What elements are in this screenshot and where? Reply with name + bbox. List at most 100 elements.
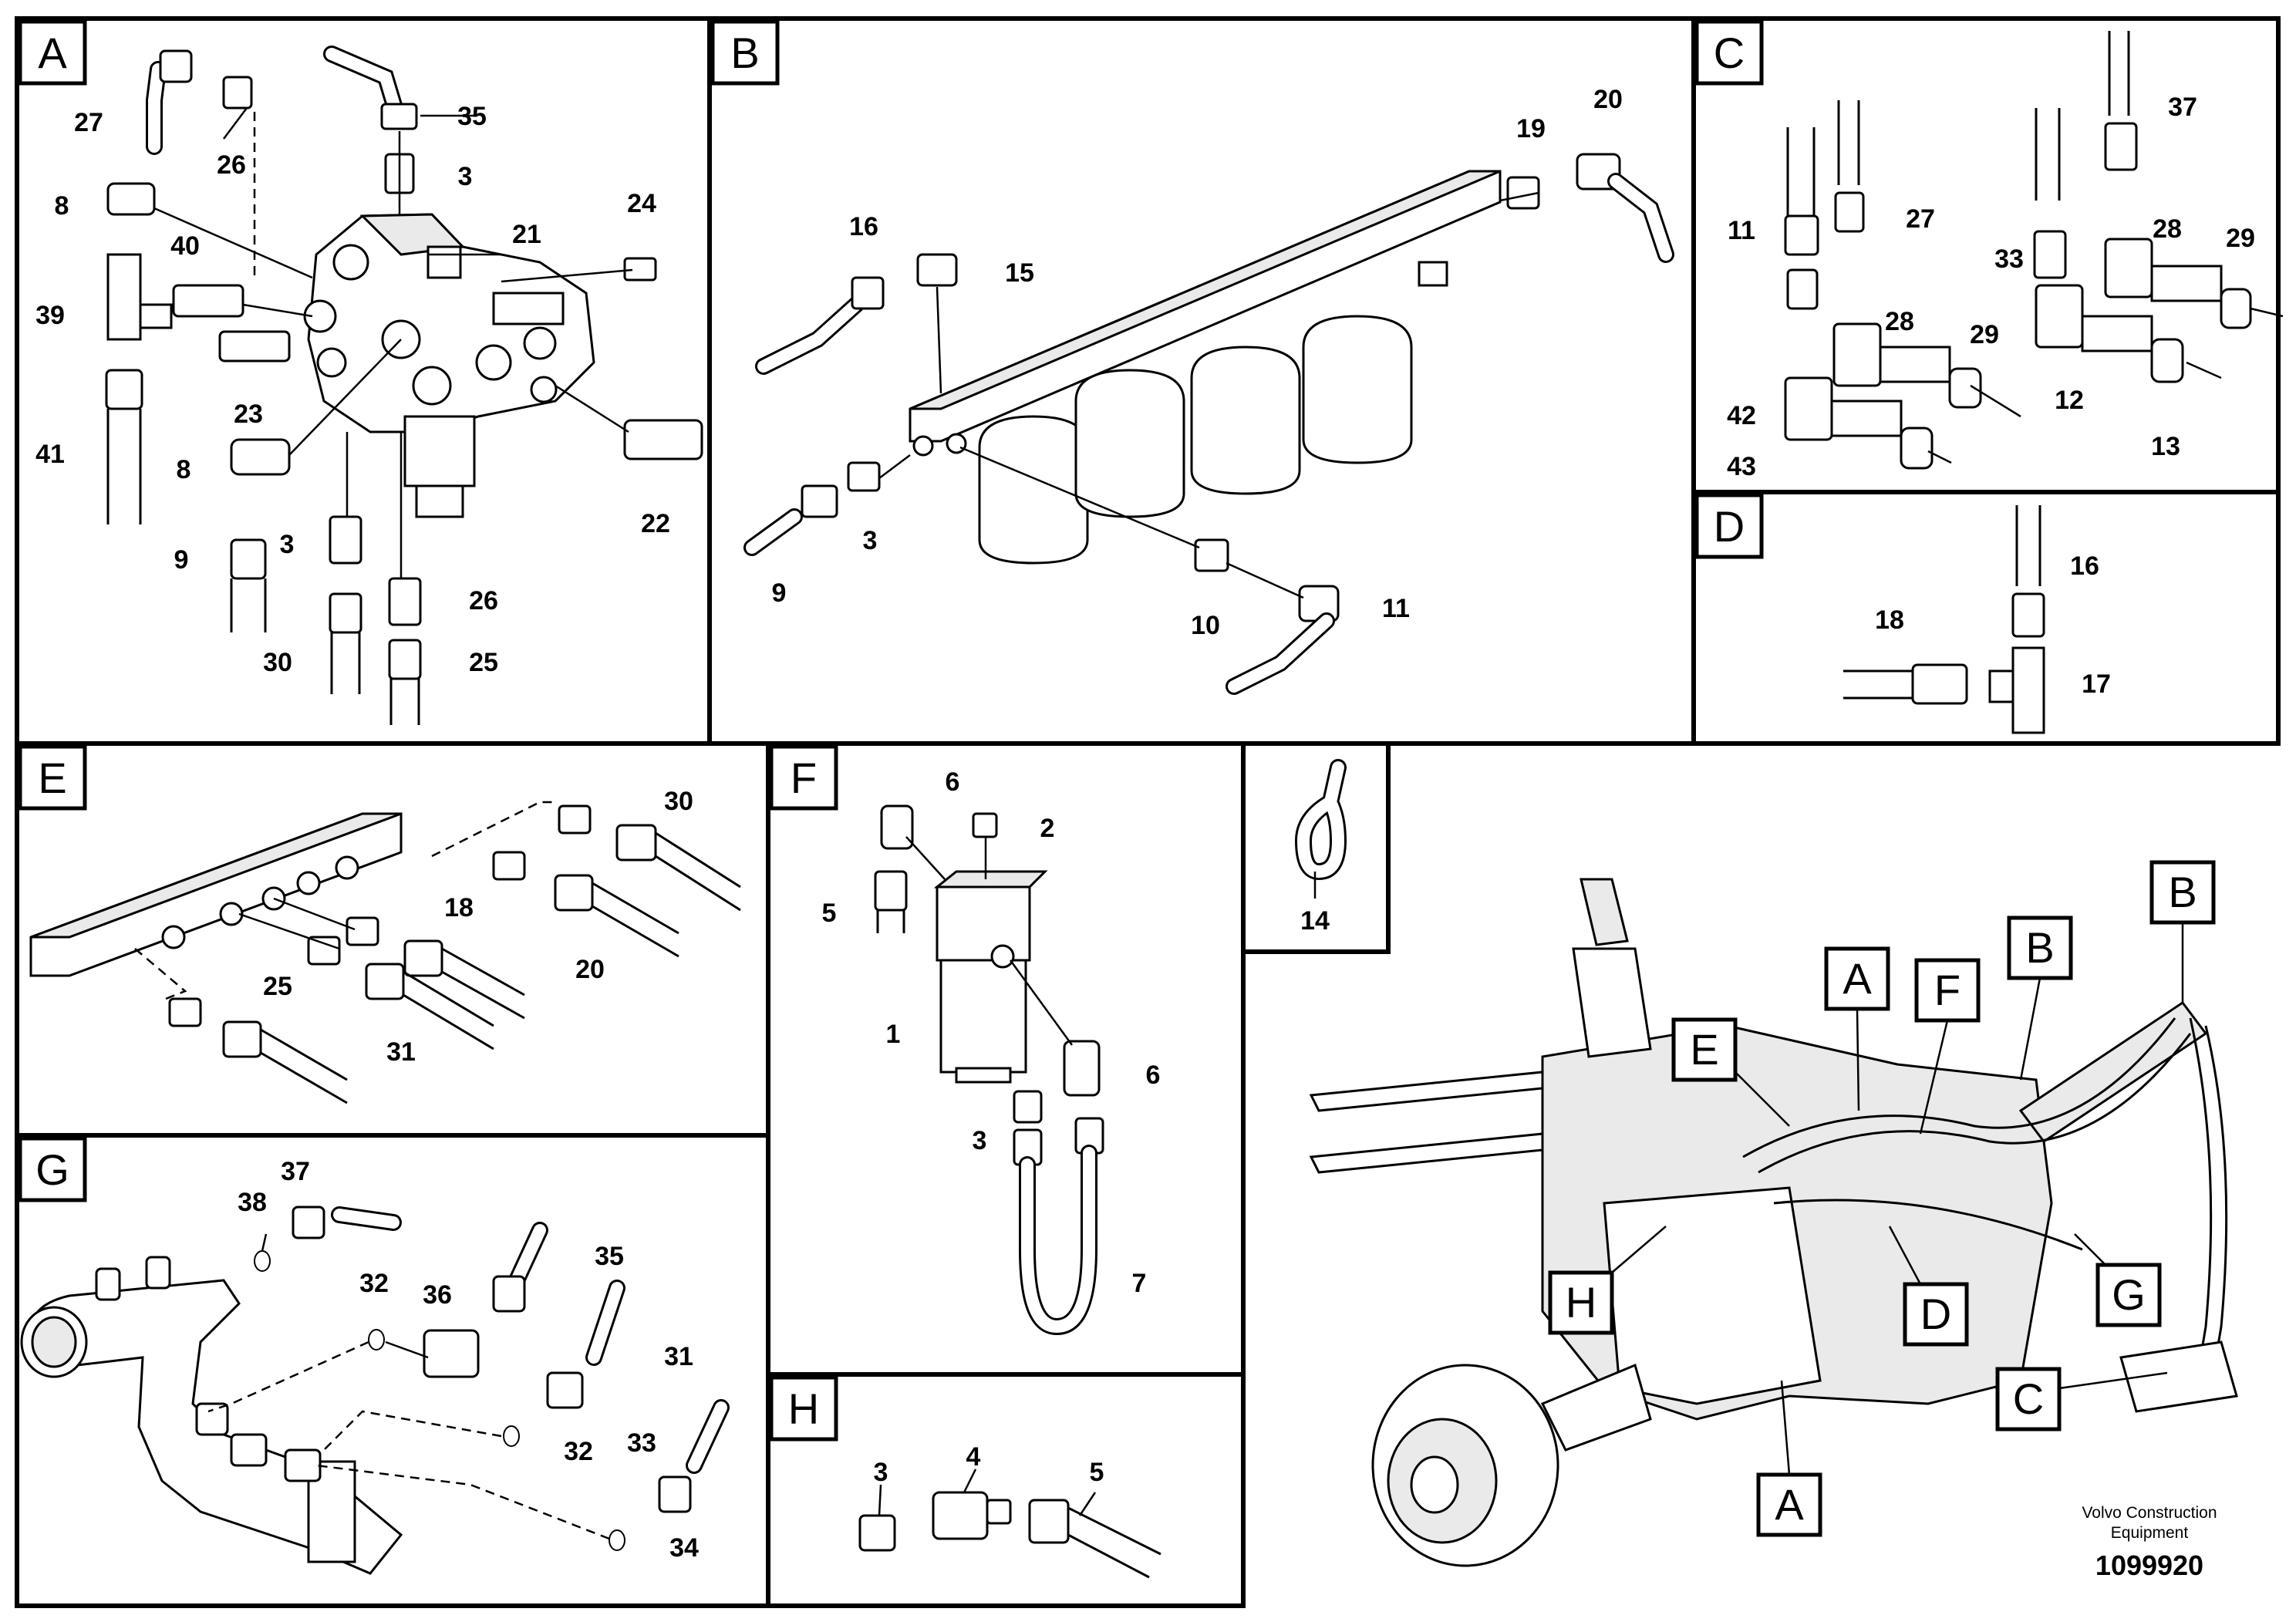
panel-c-tag-box <box>1694 19 1764 86</box>
overview-lines-1 <box>1742 1017 2176 1158</box>
fitting-25 <box>388 639 422 680</box>
svg-text:G: G <box>2112 1270 2146 1319</box>
svg-text:H: H <box>1566 1278 1596 1327</box>
valve-solenoid <box>403 415 476 487</box>
label-24: 24 <box>627 189 656 218</box>
accumulator-4 <box>1302 315 1413 464</box>
label-21: 21 <box>512 220 541 249</box>
panel-b: B 19 20 16 15 9 <box>710 19 1674 695</box>
valve-solenoid-base <box>415 484 464 518</box>
label-15: 15 <box>1005 258 1034 288</box>
label-6-top: 6 <box>946 767 960 797</box>
label-39: 39 <box>35 301 65 330</box>
drawing-number: 1099920 <box>2095 1549 2203 1581</box>
elbow-8-bottom <box>230 438 291 476</box>
tee-17-side <box>1988 669 2014 703</box>
callout-b-mid: B <box>2007 916 2073 1081</box>
svg-text:A: A <box>1843 954 1872 1003</box>
panel-e: E 30 18 20 25 31 <box>18 744 741 1104</box>
elbow-6-top <box>880 804 914 850</box>
svg-text:A: A <box>1775 1480 1804 1529</box>
block-port-4 <box>296 871 321 895</box>
label-14: 14 <box>1300 906 1330 936</box>
label-3-b: 3 <box>863 526 878 555</box>
tee-39-side <box>139 303 173 329</box>
label-43: 43 <box>1727 452 1756 481</box>
valve-port-1 <box>332 244 369 281</box>
body-12 <box>2081 315 2153 352</box>
panel-f-tag-box <box>769 744 838 811</box>
panel-c: C 37 11 27 28 29 33 28 29 42 12 <box>1694 19 2284 481</box>
label-5-h: 5 <box>1090 1458 1104 1487</box>
panel-h-tag-box <box>769 1375 838 1442</box>
label-17: 17 <box>2082 669 2111 699</box>
label-33: 33 <box>1994 244 2024 274</box>
elbow-4 <box>932 1491 989 1540</box>
svg-text:B: B <box>2025 923 2054 972</box>
panel-d: D 16 18 17 <box>1694 493 2111 734</box>
fitting-5-h <box>1028 1499 1070 1544</box>
filter-housing <box>939 959 1027 1074</box>
bolt-2 <box>972 812 998 838</box>
dipstick <box>1580 878 1629 946</box>
fitting-31-g <box>546 1371 584 1409</box>
sensor-40 <box>172 284 244 318</box>
label-28-left: 28 <box>1885 307 1914 336</box>
bolt-24 <box>623 257 657 282</box>
rail-port-2 <box>946 433 967 454</box>
svg-text:B: B <box>2168 868 2197 916</box>
label-11-c: 11 <box>1728 216 1755 245</box>
svg-text:C: C <box>2013 1374 2044 1423</box>
tower <box>1572 947 1652 1058</box>
fitting-e-20b <box>554 874 594 912</box>
fitting-35-g <box>492 1275 526 1313</box>
fitting-30 <box>329 592 362 634</box>
tee-39 <box>106 253 142 341</box>
label-16-d: 16 <box>2070 551 2099 581</box>
fitting-e-30a <box>558 804 592 835</box>
pipe-boss-1 <box>95 1267 121 1301</box>
fitting-11-c <box>1784 214 1819 256</box>
panel-g-frame <box>15 1133 770 1608</box>
label-41: 41 <box>35 440 65 469</box>
fitting-41 <box>105 369 143 410</box>
panel-d-tag-box <box>1694 493 1764 559</box>
fitting-3-b <box>847 461 881 492</box>
label-26-bottom: 26 <box>469 586 498 615</box>
label-8: 8 <box>55 191 69 221</box>
fitting-11-c-nut <box>1786 268 1819 310</box>
rail-port-1 <box>912 435 934 457</box>
valve-port-7 <box>523 326 557 360</box>
fitting-e-30b <box>615 824 657 862</box>
svg-text:E: E <box>1690 1025 1718 1074</box>
filter-port <box>990 944 1015 969</box>
hose-41 <box>106 409 142 524</box>
label-1: 1 <box>886 1020 901 1049</box>
panel-h: H 4 3 5 <box>769 1375 1161 1579</box>
label-42: 42 <box>1727 401 1756 430</box>
panel-b-tag-box <box>710 19 780 86</box>
fitting-33-g <box>658 1475 692 1513</box>
sensor-22 <box>623 419 703 460</box>
elbow-36 <box>423 1329 480 1378</box>
oring-34 <box>609 1529 625 1551</box>
label-37-g: 37 <box>281 1157 310 1186</box>
fitting-3-f <box>1013 1090 1043 1124</box>
label-25-e: 25 <box>263 972 292 1001</box>
panel-g-tag-box <box>18 1136 87 1202</box>
label-27-c: 27 <box>1906 204 1935 234</box>
label-35: 35 <box>457 102 487 131</box>
label-8-bottom: 8 <box>177 455 191 484</box>
elbow-6-bottom <box>1063 1040 1101 1097</box>
frame-rail-upper <box>1309 1071 1553 1112</box>
fitting-e-31a <box>307 936 341 966</box>
label-37-c: 37 <box>2168 93 2197 122</box>
callout-c: C <box>1995 1367 2168 1431</box>
elbow-42 <box>1784 376 1833 441</box>
nut-29-right <box>2220 288 2252 329</box>
label-3-f: 3 <box>973 1126 987 1155</box>
label-36: 36 <box>423 1280 452 1310</box>
elbow-12 <box>2035 284 2084 349</box>
machine-overview: A F B B E H D <box>1309 860 2238 1581</box>
